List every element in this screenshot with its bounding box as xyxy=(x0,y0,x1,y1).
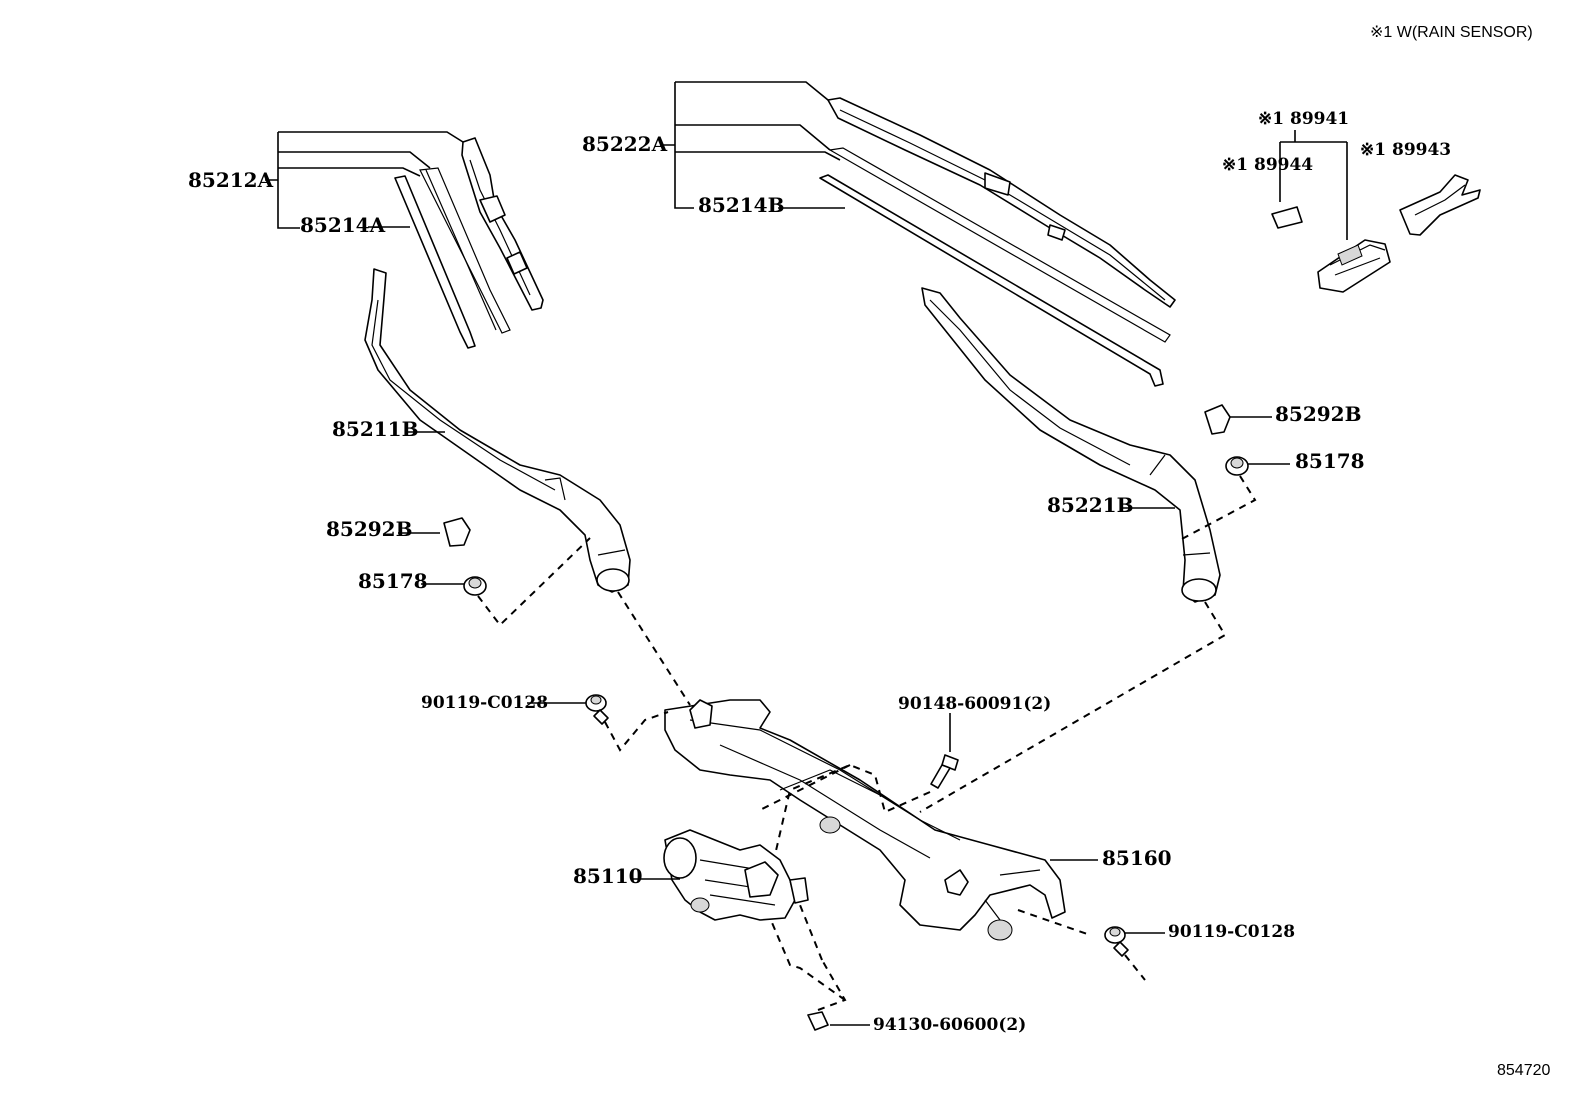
arm-cap-left xyxy=(443,517,471,547)
leader-85222A xyxy=(660,81,841,209)
dash-bolt-right xyxy=(1017,909,1146,981)
dash-94130 xyxy=(769,904,847,1011)
label-85211B: 85211B xyxy=(332,417,418,441)
dash-nut-right xyxy=(1179,475,1257,541)
rain-sensor-note: ※1 W(RAIN SENSOR) xyxy=(1370,24,1533,41)
dash-arm-right xyxy=(919,601,1227,813)
dash-nut-left xyxy=(477,537,591,627)
left-wiper-arm xyxy=(364,268,631,593)
label-94130: 94130-60600(2) xyxy=(873,1015,1026,1035)
nut-right xyxy=(1225,456,1249,476)
label-85214B: 85214B xyxy=(698,193,784,217)
nut-94130 xyxy=(807,1011,829,1031)
label-89944: ※1 89944 xyxy=(1222,155,1313,175)
label-89943: ※1 89943 xyxy=(1360,140,1451,160)
label-85212A: 85212A xyxy=(188,168,274,192)
rain-sensor xyxy=(1317,239,1391,293)
label-85214A: 85214A xyxy=(300,213,386,237)
dash-bolt-left xyxy=(604,711,669,752)
bolt-90148 xyxy=(930,754,959,789)
label-85292B-left: 85292B xyxy=(326,517,412,541)
nut-left xyxy=(463,576,487,596)
leader-85212A xyxy=(265,131,464,229)
label-90119-left: 90119-C0128 xyxy=(421,693,548,713)
dash-arm-left xyxy=(617,591,691,706)
label-85221B: 85221B xyxy=(1047,493,1133,517)
wiper-link-assembly xyxy=(664,699,1066,941)
right-wiper-blade-assembly xyxy=(819,97,1176,387)
leader-89941 xyxy=(1279,130,1348,240)
right-wiper-arm xyxy=(921,287,1221,603)
dash-90148 xyxy=(759,763,931,856)
bolt-right xyxy=(1104,926,1129,957)
label-89941: ※1 89941 xyxy=(1258,109,1349,129)
label-85178-left: 85178 xyxy=(358,569,428,593)
label-85110: 85110 xyxy=(573,864,643,888)
arm-cap-right xyxy=(1204,404,1231,435)
left-wiper-blade-assembly xyxy=(394,137,544,349)
label-85160: 85160 xyxy=(1102,846,1172,870)
label-90119-right: 90119-C0128 xyxy=(1168,922,1295,942)
bolt-left xyxy=(585,694,609,725)
diagram-reference-number: 854720 xyxy=(1497,1062,1550,1079)
rain-sensor-pad xyxy=(1271,206,1303,229)
label-85292B-right: 85292B xyxy=(1275,402,1361,426)
wiper-motor xyxy=(663,829,809,921)
label-85222A: 85222A xyxy=(582,132,668,156)
label-90148: 90148-60091(2) xyxy=(898,694,1051,714)
rain-sensor-cover xyxy=(1399,174,1481,236)
label-85178-right: 85178 xyxy=(1295,449,1365,473)
